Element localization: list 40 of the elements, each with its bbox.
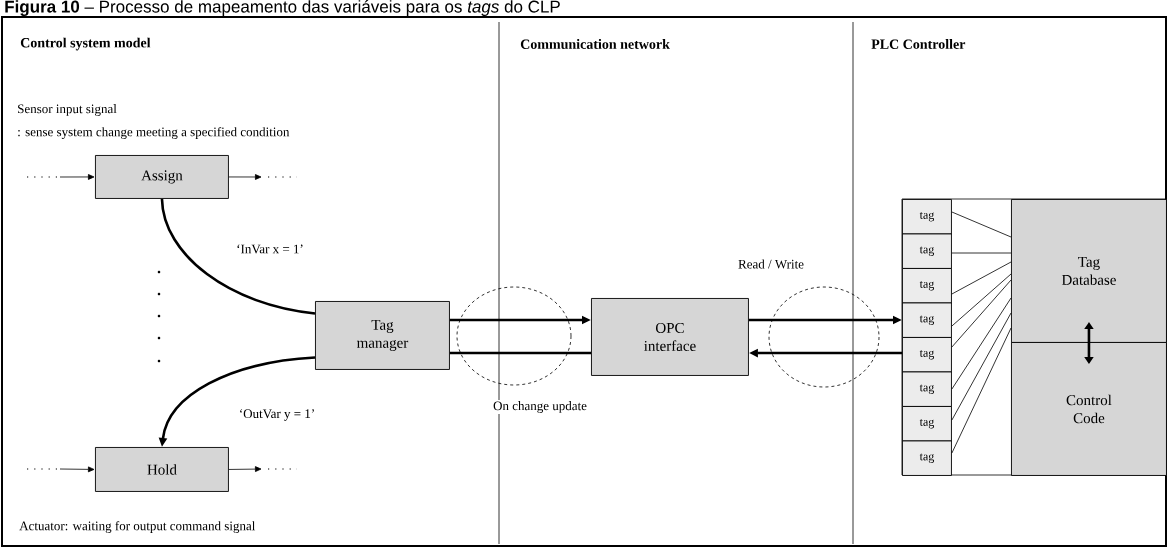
tag-cell: tag [902, 233, 952, 269]
figure-title: Figura 10 – Processo de mapeamento das variáveis para os tags do CLP [5, 0, 560, 17]
process-box: Assign [95, 155, 229, 199]
connector-line [160, 198, 316, 315]
connector-line [951, 273, 1012, 327]
process-box: Tag manager [315, 301, 450, 370]
tag-cell: tag [902, 268, 952, 304]
connector-line [951, 252, 1012, 254]
tag-cell: tag [902, 337, 952, 373]
column-heading: Control system model [19, 36, 152, 52]
arrow [59, 466, 95, 473]
connector-line [951, 211, 1012, 238]
connector-line [951, 327, 1012, 454]
database-box: Tag Database [1011, 199, 1167, 343]
annotation-text: On change update [492, 400, 588, 414]
process-box: Hold [95, 447, 229, 492]
connector-line [951, 279, 1012, 348]
edge-label: ‘OutVar y = 1’ [237, 408, 317, 422]
tag-cell: tag [902, 440, 952, 476]
column-heading: Communication network [519, 38, 671, 50]
arrow [228, 466, 262, 472]
annotation-text: Read / Write [737, 258, 805, 270]
connector-line [951, 261, 1012, 295]
arrow [228, 174, 262, 180]
tag-cell: tag [902, 406, 952, 442]
note-text: Actuator: waiting for output command signal [18, 520, 257, 534]
tag-cell: tag [902, 199, 952, 235]
arrow [59, 174, 95, 180]
connector-line [449, 351, 591, 355]
connector-line [951, 297, 1012, 390]
tag-cell: tag [902, 302, 952, 338]
process-box: OPC interface [591, 298, 749, 376]
edge-label: ‘InVar x = 1’ [235, 243, 305, 255]
tag-cell: tag [902, 371, 952, 407]
connector-line [951, 312, 1012, 421]
code-box: Control Code [1011, 342, 1167, 476]
note-text: Sensor input signal [16, 103, 118, 117]
note-text: : sense system change meeting a specified condition [16, 126, 291, 140]
column-heading: PLC Controller [870, 38, 967, 50]
arrow [1084, 322, 1094, 364]
